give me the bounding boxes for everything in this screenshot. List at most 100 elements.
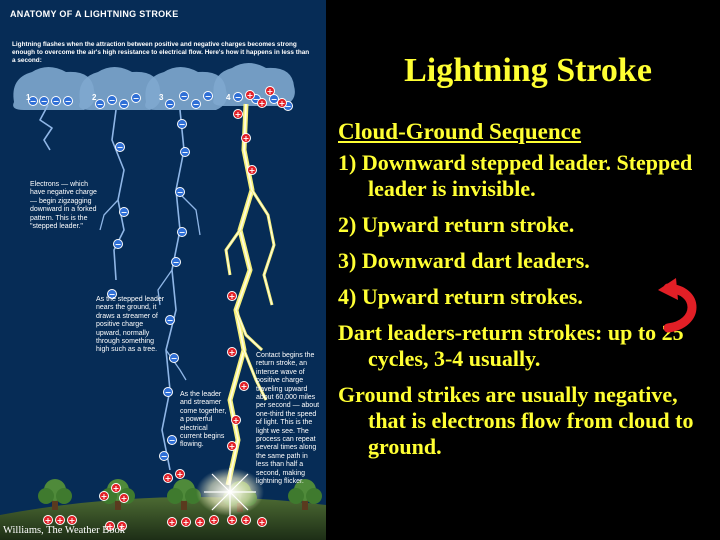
negative-charge-icon: − — [51, 96, 61, 106]
tree-icon — [288, 479, 322, 510]
svg-text:+: + — [211, 516, 218, 525]
svg-text:−: − — [121, 208, 128, 217]
annotation-current: As the leader and streamer come together… — [180, 391, 227, 449]
bullet-dart-leaders: 3) Downward dart leaders. — [338, 248, 590, 273]
positive-charge-icon: + — [265, 86, 275, 96]
positive-charge-icon: + — [257, 98, 267, 108]
svg-text:−: − — [253, 95, 260, 104]
svg-text:−: − — [165, 388, 172, 397]
svg-text:−: − — [133, 94, 140, 103]
svg-text:+: + — [45, 516, 52, 525]
positive-charge-icon: + — [245, 90, 255, 100]
step-label-2: 2 — [92, 93, 97, 102]
svg-text:+: + — [229, 516, 236, 525]
return-stroke-core-4 — [243, 349, 267, 401]
svg-text:+: + — [113, 484, 120, 493]
negative-charge-icon: − — [119, 207, 129, 217]
negative-charge-icon: − — [107, 289, 117, 299]
svg-text:−: − — [169, 436, 176, 445]
negative-charge-icon: − — [177, 227, 187, 237]
svg-text:−: − — [117, 143, 124, 152]
svg-text:+: + — [101, 492, 108, 501]
svg-text:−: − — [171, 354, 178, 363]
negative-charge-icon: − — [203, 91, 213, 101]
negative-charge-icon: − — [177, 119, 187, 129]
lightning-anatomy-illustration: −−−−−−−−−−−−−−−−−−−−−−−−−−−−−−++++++++++… — [0, 0, 326, 540]
svg-text:+: + — [229, 348, 236, 357]
stepped-leader-2 — [111, 109, 125, 281]
svg-text:+: + — [267, 87, 274, 96]
positive-charge-icon: + — [117, 521, 127, 531]
negative-charge-icon: − — [169, 353, 179, 363]
bullet-cycles: Dart leaders-return strokes: up to 25 cy… — [338, 320, 684, 371]
positive-charge-icon: + — [99, 491, 109, 501]
negative-charge-icon: − — [131, 93, 141, 103]
svg-text:+: + — [233, 416, 240, 425]
negative-charge-icon: − — [167, 435, 177, 445]
stepped-leader-3 — [161, 109, 185, 471]
svg-text:+: + — [121, 494, 128, 503]
positive-charge-icon: + — [277, 98, 287, 108]
negative-charge-icon: − — [180, 147, 190, 157]
svg-text:+: + — [235, 110, 242, 119]
charge-markers: −−−−−−−−−−−−−−−−−−−−−−−−−−−−−−++++++++++… — [28, 86, 293, 531]
bullet-stepped-leader: 1) Downward stepped leader. Stepped lead… — [338, 150, 693, 201]
negative-charge-icon: − — [233, 92, 243, 102]
positive-charge-icon: + — [119, 493, 129, 503]
svg-text:−: − — [115, 240, 122, 249]
svg-text:−: − — [173, 258, 180, 267]
positive-charge-icon: + — [167, 517, 177, 527]
positive-charge-icon: + — [209, 515, 219, 525]
svg-text:+: + — [259, 99, 266, 108]
bullet-return-strokes: 4) Upward return strokes. — [338, 284, 583, 309]
svg-text:+: + — [229, 292, 236, 301]
svg-text:+: + — [119, 522, 126, 531]
svg-text:+: + — [243, 134, 250, 143]
tree-icon — [167, 479, 201, 510]
negative-charge-icon: − — [179, 91, 189, 101]
positive-charge-icon: + — [227, 291, 237, 301]
positive-charge-icon: + — [195, 517, 205, 527]
positive-charge-icon: + — [111, 483, 121, 493]
svg-text:−: − — [97, 100, 104, 109]
svg-text:−: − — [121, 100, 128, 109]
stepped-leader-3-branch-b — [157, 269, 173, 306]
illustration-intro: Lightning flashes when the attraction be… — [12, 41, 310, 64]
svg-text:−: − — [167, 100, 174, 109]
illustration-drawing: −−−−−−−−−−−−−−−−−−−−−−−−−−−−−−++++++++++… — [0, 63, 326, 540]
bullet-ground-strikes: Ground strikes are usually negative, tha… — [338, 382, 694, 459]
svg-text:−: − — [193, 100, 200, 109]
slide-body: Cloud-Ground Sequence 1) Downward steppe… — [338, 118, 712, 470]
negative-charge-icon: − — [95, 99, 105, 109]
svg-text:+: + — [259, 518, 266, 527]
return-stroke-glow-2 — [224, 229, 242, 276]
positive-charge-icon: + — [241, 515, 251, 525]
svg-text:−: − — [161, 452, 168, 461]
annotation-return-stroke: Contact begins the return stroke, an int… — [256, 352, 320, 486]
svg-text:−: − — [179, 120, 186, 129]
annotation-streamer: As the stepped leader nears the ground, … — [96, 296, 165, 354]
negative-charge-icon: − — [165, 99, 175, 109]
svg-text:+: + — [197, 518, 204, 527]
svg-text:−: − — [271, 95, 278, 104]
curved-arrow-icon — [658, 278, 697, 333]
svg-text:+: + — [279, 99, 286, 108]
positive-charge-icon: + — [239, 381, 249, 391]
svg-text:−: − — [205, 92, 212, 101]
positive-charge-icon: + — [231, 415, 241, 425]
svg-text:−: − — [30, 97, 37, 106]
svg-text:−: − — [181, 92, 188, 101]
negative-charge-icon: − — [113, 239, 123, 249]
svg-text:+: + — [249, 166, 256, 175]
return-stroke-core-1 — [251, 189, 275, 306]
positive-charge-icon: + — [227, 441, 237, 451]
bullet-return-stroke: 2) Upward return stroke. — [338, 212, 575, 237]
negative-charge-icon: − — [175, 187, 185, 197]
positive-charge-icon: + — [175, 469, 185, 479]
svg-text:−: − — [167, 316, 174, 325]
negative-charge-icon: − — [163, 387, 173, 397]
slide-title: Lightning Stroke — [404, 52, 652, 89]
lightning-paths — [39, 103, 276, 486]
positive-charge-icon: + — [67, 515, 77, 525]
positive-charge-icon: + — [181, 517, 191, 527]
